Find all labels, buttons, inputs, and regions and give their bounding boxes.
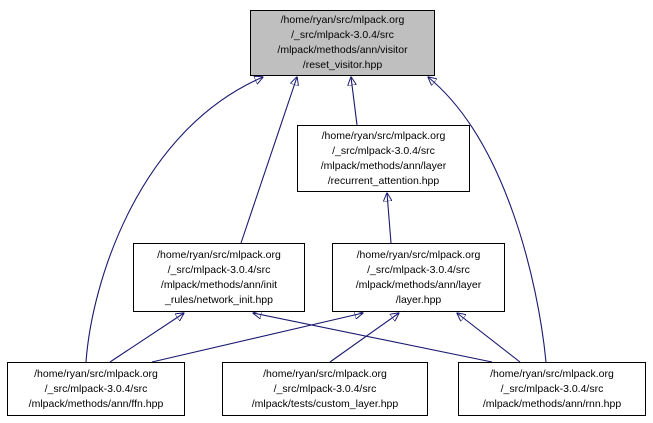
- node-label-line: /home/ryan/src/mlpack.org: [490, 367, 614, 380]
- edge-rnn-to-reset-visitor: [428, 77, 547, 363]
- node-custom-layer[interactable]: /home/ryan/src/mlpack.org /_src/mlpack-3…: [222, 362, 428, 416]
- node-label-line: /_src/mlpack-3.0.4/src: [167, 263, 271, 276]
- node-label-line: /layer.hpp: [395, 293, 442, 306]
- node-label-line: /mlpack/methods/ann/ffn.hpp: [28, 397, 164, 410]
- node-label-line: /_src/mlpack-3.0.4/src: [291, 29, 394, 41]
- node-label-line: /_src/mlpack-3.0.4/src: [44, 382, 148, 395]
- node-network-init[interactable]: /home/ryan/src/mlpack.org /_src/mlpack-3…: [133, 243, 305, 312]
- edge-ffn-to-layer: [151, 313, 363, 363]
- node-label-line: _rules/network_init.hpp: [165, 293, 273, 306]
- edge-recurrent-attention-to-reset-visitor: [351, 77, 358, 126]
- edge-layer-to-recurrent-attention: [387, 193, 391, 244]
- node-rnn[interactable]: /home/ryan/src/mlpack.org /_src/mlpack-3…: [458, 362, 646, 416]
- node-reset-visitor: /home/ryan/src/mlpack.org /_src/mlpack-3…: [250, 10, 435, 76]
- node-ffn[interactable]: /home/ryan/src/mlpack.org /_src/mlpack-3…: [7, 362, 185, 416]
- edge-network-init-to-reset-visitor: [240, 77, 297, 244]
- node-label-line: /mlpack/methods/ann/layer: [355, 278, 482, 291]
- node-label-line: /home/ryan/src/mlpack.org: [356, 248, 481, 261]
- edge-custom-layer-to-layer: [329, 313, 399, 363]
- node-label-line: /_src/mlpack-3.0.4/src: [273, 382, 377, 395]
- node-label-line: /mlpack/tests/custom_layer.hpp: [251, 397, 399, 410]
- node-label-line: /home/ryan/src/mlpack.org: [321, 129, 446, 142]
- edge-ffn-to-network-init: [109, 313, 184, 363]
- node-recurrent-attention[interactable]: /home/ryan/src/mlpack.org /_src/mlpack-3…: [297, 125, 470, 192]
- edge-rnn-to-layer: [457, 313, 521, 363]
- node-label-line: /home/ryan/src/mlpack.org: [280, 14, 405, 26]
- node-label-line: /_src/mlpack-3.0.4/src: [500, 382, 604, 395]
- edge-ffn-to-reset-visitor: [85, 77, 263, 363]
- node-label-line: /mlpack/methods/ann/layer: [320, 159, 447, 172]
- node-label-line: /mlpack/methods/ann/init: [160, 278, 278, 291]
- node-layer[interactable]: /home/ryan/src/mlpack.org /_src/mlpack-3…: [332, 243, 505, 312]
- node-label-line: /home/ryan/src/mlpack.org: [34, 367, 158, 380]
- node-label-line: /mlpack/methods/ann/visitor: [277, 44, 408, 56]
- node-label-line: /home/ryan/src/mlpack.org: [157, 248, 281, 261]
- node-label-line: /recurrent_attention.hpp: [327, 174, 440, 187]
- node-label-line: /_src/mlpack-3.0.4/src: [332, 144, 435, 157]
- node-label-line: /reset_visitor.hpp: [302, 59, 383, 71]
- node-label-line: /_src/mlpack-3.0.4/src: [367, 263, 470, 276]
- node-label-line: /mlpack/methods/ann/rnn.hpp: [482, 397, 622, 410]
- node-label-line: /home/ryan/src/mlpack.org: [263, 367, 387, 380]
- edge-rnn-to-network-init: [253, 313, 493, 363]
